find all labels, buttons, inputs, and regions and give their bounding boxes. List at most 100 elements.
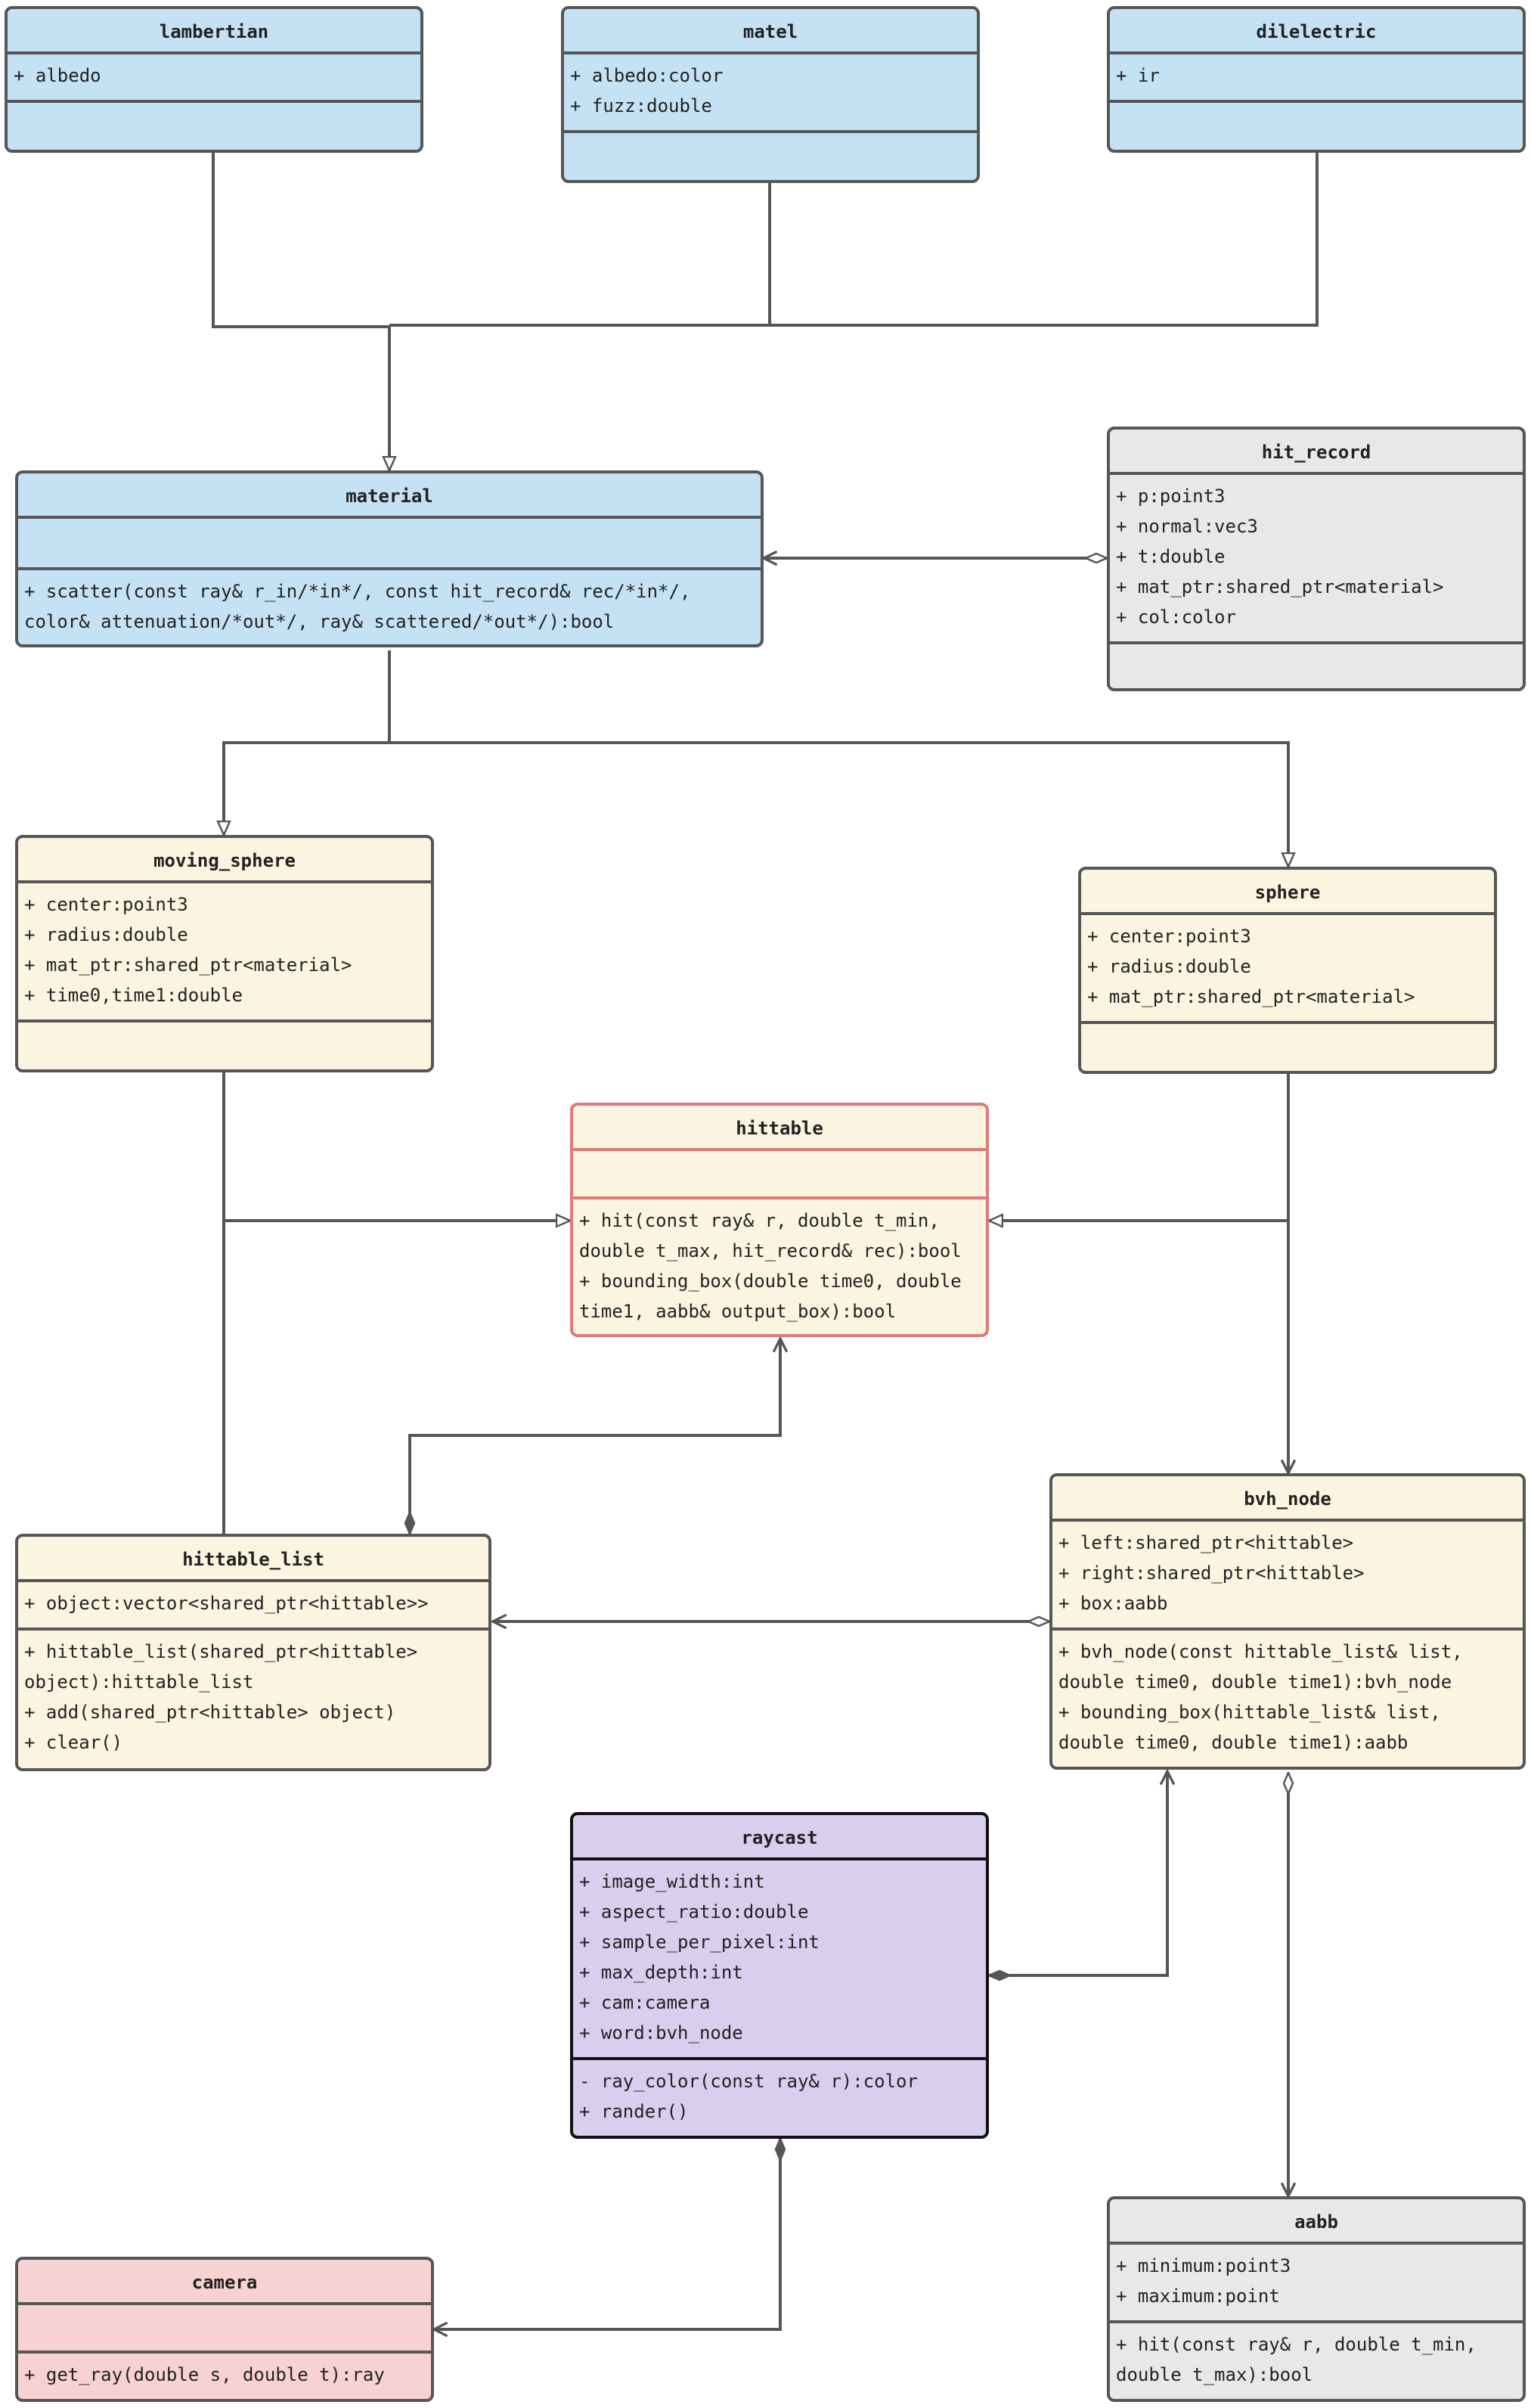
class-hittable-attributes [573,1151,986,1199]
attribute: + center:point3 [24,894,188,915]
class-hit-record-title: hit_record [1110,430,1523,475]
edge-moving-sphere-hittable [222,1071,570,1534]
class-dilelectric: dilelectric + ir [1107,6,1526,153]
edge-matel-material [389,180,771,327]
edge-hittable-list-hittable [410,1339,780,1534]
class-matel-methods [564,133,977,145]
edge-material-sphere [389,741,1288,867]
class-bvh-node: bvh_node + left:shared_ptr<hittable> + r… [1049,1473,1526,1770]
class-dilelectric-title: dilelectric [1110,9,1523,54]
method: + bounding_box(double time0, double [579,1271,962,1292]
edge-dilelectric-material [770,150,1319,327]
method: time1, aabb& output_box):bool [579,1301,897,1322]
class-raycast-attributes: + image_width:int + aspect_ratio:double … [573,1860,986,2060]
attribute: + col:color [1116,607,1236,628]
edge-raycast-bvh-node [989,1771,1167,1975]
class-camera: camera + get_ray(double s, double t):ray [15,2257,434,2402]
attribute: + radius:double [24,924,188,945]
class-lambertian-title: lambertian [8,9,420,54]
class-bvh-node-title: bvh_node [1052,1476,1523,1522]
method: double t_max):bool [1116,2364,1313,2385]
method: - ray_color(const ray& r):color [579,2071,918,2092]
class-bvh-node-attributes: + left:shared_ptr<hittable> + right:shar… [1052,1522,1523,1631]
attribute: + fuzz:double [570,95,712,116]
attribute: + box:aabb [1058,1593,1168,1614]
attribute: + p:point3 [1116,486,1226,507]
class-lambertian: lambertian + albedo [5,6,423,153]
class-hittable-title: hittable [573,1106,986,1151]
attribute: + albedo:color [570,65,724,86]
class-dilelectric-methods [1110,103,1523,115]
attribute: + sample_per_pixel:int [579,1932,820,1953]
class-material-attributes [18,519,761,570]
class-raycast-methods: - ray_color(const ray& r):color + rander… [573,2060,986,2133]
attribute: + time0,time1:double [24,985,243,1006]
attribute: + mat_ptr:shared_ptr<material> [24,954,352,976]
attribute: + image_width:int [579,1871,765,1892]
method: + hittable_list(shared_ptr<hittable> [24,1641,418,1662]
class-hittable-list-title: hittable_list [18,1537,488,1582]
class-material-title: material [18,473,761,519]
class-hit-record-methods [1110,644,1523,656]
class-material: material + scatter(const ray& r_in/*in*/… [15,470,764,647]
attribute: + t:double [1116,546,1226,567]
class-sphere: sphere + center:point3 + radius:double +… [1078,867,1497,1074]
class-lambertian-attributes: + albedo [8,54,420,103]
class-matel-title: matel [564,9,977,54]
class-aabb-title: aabb [1110,2199,1523,2245]
attribute: + albedo [14,65,101,86]
class-moving-sphere: moving_sphere + center:point3 + radius:d… [15,835,434,1072]
method: color& attenuation/*out*/, ray& scattere… [24,611,615,632]
method: double time0, double time1):bvh_node [1058,1671,1452,1693]
method: object):hittable_list [24,1671,254,1693]
attribute: + center:point3 [1087,926,1251,947]
class-sphere-methods [1081,1024,1494,1036]
class-camera-methods: + get_ray(double s, double t):ray [18,2354,431,2396]
method: + scatter(const ray& r_in/*in*/, const h… [24,581,691,602]
edge-raycast-camera [434,2139,780,2329]
attribute: + right:shared_ptr<hittable> [1058,1562,1365,1584]
attribute: + aspect_ratio:double [579,1901,809,1922]
class-aabb-attributes: + minimum:point3 + maximum:point [1110,2245,1523,2323]
attribute: + mat_ptr:shared_ptr<material> [1087,986,1415,1007]
class-hittable-list-attributes: + object:vector<shared_ptr<hittable>> [18,1582,488,1631]
attribute: + minimum:point3 [1116,2255,1291,2276]
class-moving-sphere-title: moving_sphere [18,838,431,883]
attribute: + ir [1116,65,1160,86]
method: + hit(const ray& r, double t_min, [579,1210,940,1231]
attribute: + object:vector<shared_ptr<hittable>> [24,1593,429,1614]
class-moving-sphere-methods [18,1022,431,1035]
method: + rander() [579,2101,689,2122]
method: + bvh_node(const hittable_list& list, [1058,1641,1463,1662]
class-sphere-attributes: + center:point3 + radius:double + mat_pt… [1081,915,1494,1024]
edge-sphere-hittable [989,1072,1290,1221]
edge-material-moving-sphere [224,650,391,835]
attribute: + mat_ptr:shared_ptr<material> [1116,576,1444,597]
method: double time0, double time1):aabb [1058,1732,1409,1753]
class-camera-attributes [18,2305,431,2354]
class-matel: matel + albedo:color + fuzz:double [561,6,980,183]
method: + hit(const ray& r, double t_min, [1116,2334,1477,2355]
class-raycast-title: raycast [573,1815,986,1860]
class-hittable-methods: + hit(const ray& r, double t_min, double… [573,1199,986,1333]
class-hittable-list-methods: + hittable_list(shared_ptr<hittable> obj… [18,1631,488,1764]
class-moving-sphere-attributes: + center:point3 + radius:double + mat_pt… [18,883,431,1022]
class-bvh-node-methods: + bvh_node(const hittable_list& list, do… [1052,1631,1523,1764]
method: + clear() [24,1732,123,1753]
class-aabb: aabb + minimum:point3 + maximum:point + … [1107,2196,1526,2402]
class-material-methods: + scatter(const ray& r_in/*in*/, const h… [18,570,761,643]
class-matel-attributes: + albedo:color + fuzz:double [564,54,977,133]
attribute: + radius:double [1087,956,1251,977]
method: + add(shared_ptr<hittable> object) [24,1702,396,1723]
class-camera-title: camera [18,2260,431,2305]
attribute: + max_depth:int [579,1962,743,1983]
attribute: + maximum:point [1116,2285,1280,2307]
class-sphere-title: sphere [1081,870,1494,915]
attribute: + word:bvh_node [579,2022,743,2043]
method: + get_ray(double s, double t):ray [24,2364,385,2385]
method: double t_max, hit_record& rec):bool [579,1240,962,1261]
attribute: + normal:vec3 [1116,516,1258,537]
attribute: + left:shared_ptr<hittable> [1058,1532,1354,1553]
